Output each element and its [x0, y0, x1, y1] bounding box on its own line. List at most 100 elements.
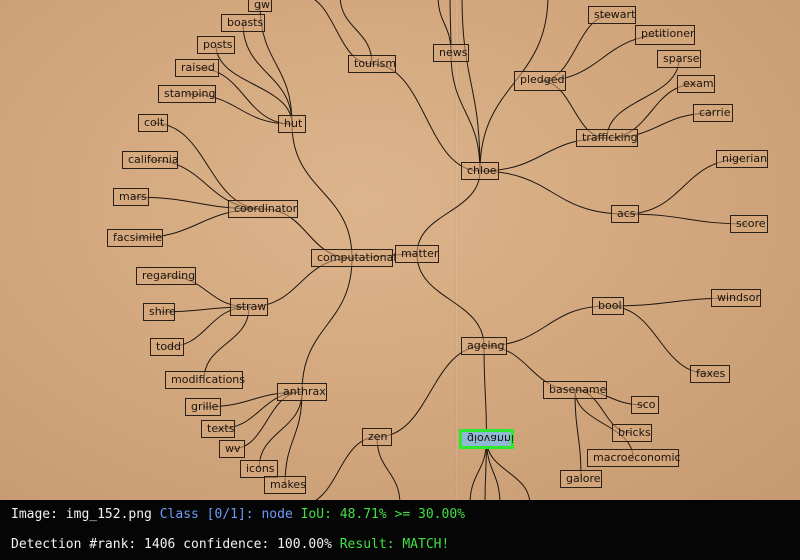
node-gw[interactable]: gw [248, 0, 272, 12]
node-macroeconomic[interactable]: macroeconomic [587, 449, 681, 467]
node-nigerian[interactable]: nigerian [716, 150, 768, 168]
node-coordinator[interactable]: coordinator [228, 200, 298, 218]
node-label: icons [246, 462, 275, 475]
node-label: hut [284, 117, 303, 130]
node-posts[interactable]: posts [197, 36, 235, 54]
node-anthrax[interactable]: anthrax [277, 383, 327, 401]
node-bool[interactable]: bool [592, 297, 624, 315]
node-todd[interactable]: todd [150, 338, 184, 356]
node-petitioner[interactable]: petitioner [635, 25, 695, 45]
node-label: exam [683, 77, 714, 90]
node-regarding[interactable]: regarding [136, 267, 196, 285]
node-stewart[interactable]: stewart [588, 6, 636, 24]
node-label: bool [598, 299, 622, 312]
detection-text: Detection #rank: 1406 confidence: 100.00… [11, 537, 332, 552]
node-galore[interactable]: galore [560, 470, 602, 488]
node-matter[interactable]: matter [395, 245, 439, 263]
node-texts[interactable]: texts [201, 420, 235, 438]
node-label: todd [156, 340, 182, 353]
node-boasts[interactable]: boasts [221, 14, 265, 32]
node-chloe[interactable]: chloe [461, 162, 499, 180]
node-modifications[interactable]: modifications [165, 371, 245, 389]
node-label: petitioner [641, 27, 695, 40]
edge-zen-offscreen-6 [315, 436, 378, 500]
node-trafficking[interactable]: trafficking [576, 129, 638, 147]
node-label: texts [207, 422, 235, 435]
node-stamping[interactable]: stamping [158, 85, 216, 103]
node-basename[interactable]: basename [543, 381, 607, 399]
footer-line-2: Detection #rank: 1406 confidence: 100.00… [11, 537, 449, 552]
node-label: raised [181, 61, 215, 74]
node-makes[interactable]: makes [264, 476, 306, 494]
node-label: score [736, 217, 766, 230]
node-acs[interactable]: acs [611, 205, 639, 223]
image-label: Image: img_152.png [11, 507, 152, 522]
edge-computational-anthrax [301, 257, 353, 393]
node-label: nigerian [722, 152, 768, 165]
edge-basename-galore [574, 389, 582, 480]
edge-straw-modifications [203, 306, 250, 381]
node-label: trafficking [582, 131, 638, 144]
edge-chloe-news [450, 52, 481, 172]
node-mars[interactable]: mars [113, 188, 149, 206]
node-label: sparse [663, 52, 700, 65]
node-sparse[interactable]: sparse [657, 50, 701, 68]
node-raised[interactable]: raised [175, 59, 219, 77]
node-exam[interactable]: exam [677, 75, 715, 93]
node-news[interactable]: news [433, 44, 469, 62]
node-california[interactable]: california [122, 151, 179, 169]
node-carrie[interactable]: carrie [693, 104, 733, 122]
node-label: galore [566, 472, 601, 485]
node-pledged[interactable]: pledged [514, 71, 566, 91]
node-label: stewart [594, 8, 636, 21]
node-computational[interactable]: computational [311, 249, 397, 267]
node-giovanni[interactable]: giovanni [459, 429, 514, 449]
node-ageing[interactable]: ageing [461, 337, 507, 355]
node-label: computational [317, 251, 397, 264]
node-label: matter [401, 247, 439, 260]
node-tourism[interactable]: tourism [348, 55, 396, 73]
node-label: straw [236, 300, 267, 313]
edge-anthrax-makes [284, 391, 303, 486]
node-label: pledged [520, 73, 565, 86]
node-label: grille [191, 400, 219, 413]
node-bricks[interactable]: bricks [612, 424, 652, 442]
node-sco[interactable]: sco [631, 396, 659, 414]
node-hut[interactable]: hut [278, 115, 306, 133]
edge-trafficking-sparse [606, 58, 680, 139]
node-faxes[interactable]: faxes [690, 365, 730, 383]
node-label: gw [254, 0, 270, 11]
node-label: wv [225, 442, 241, 455]
node-icons[interactable]: icons [240, 460, 278, 478]
node-label: boasts [227, 16, 264, 29]
diagram-canvas: gw boasts posts raised stamping hut tourism new… [0, 0, 800, 500]
edge-tourism-offscreen-1 [339, 0, 373, 65]
node-shire[interactable]: shire [143, 303, 176, 321]
node-score[interactable]: score [730, 215, 768, 233]
node-label: california [128, 153, 179, 166]
node-wv[interactable]: wv [219, 440, 245, 458]
edge-chloe-acs [479, 170, 626, 215]
node-label: anthrax [283, 385, 326, 398]
edge-ageing-giovanni [483, 345, 487, 440]
node-label: news [439, 46, 468, 59]
node-grille[interactable]: grille [185, 398, 221, 416]
node-label: ageing [467, 339, 505, 352]
node-label: chloe [467, 164, 497, 177]
node-label: shire [149, 305, 176, 318]
node-label: giovanni [467, 432, 515, 445]
node-label: tourism [354, 57, 397, 70]
node-colt[interactable]: colt [138, 114, 168, 132]
edge-computational-hut [291, 123, 353, 259]
node-label: macroeconomic [593, 451, 681, 464]
footer-line-1: Image: img_152.png Class [0/1]: node IoU… [11, 507, 465, 522]
class-text: Class [0/1]: node [159, 507, 293, 522]
node-label: facsimile [113, 231, 163, 244]
node-facsimile[interactable]: facsimile [107, 229, 163, 247]
node-zen[interactable]: zen [362, 428, 392, 446]
node-straw[interactable]: straw [230, 298, 268, 316]
edge-bool-faxes [607, 305, 711, 375]
node-windsor[interactable]: windsor [711, 289, 761, 307]
node-label: colt [144, 116, 165, 129]
detection-footer: Image: img_152.png Class [0/1]: node IoU… [0, 500, 800, 560]
